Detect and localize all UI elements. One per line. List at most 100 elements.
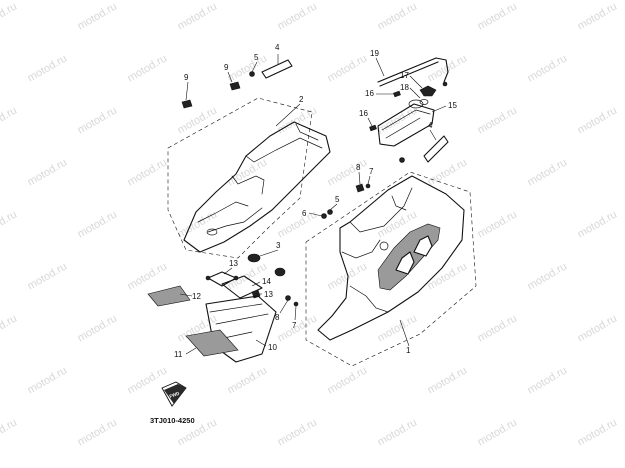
callout-4-top: 4 xyxy=(275,43,280,52)
callout-7-lower: 7 xyxy=(292,321,297,330)
callout-15: 15 xyxy=(448,101,457,110)
watermark-7: motod.ru xyxy=(26,52,70,84)
watermark-10: motod.ru xyxy=(326,52,370,84)
watermark-48: motod.ru xyxy=(226,364,270,396)
watermark-15: motod.ru xyxy=(176,104,220,136)
part-6-7-8-fasteners xyxy=(285,183,371,307)
watermark-44: motod.ru xyxy=(476,312,520,344)
callout-11: 11 xyxy=(174,350,183,359)
watermark-45: motod.ru xyxy=(576,312,620,344)
callout-4-right: 4 xyxy=(428,121,433,130)
callout-17: 17 xyxy=(400,71,409,80)
watermark-43: motod.ru xyxy=(376,312,420,344)
watermark-56: motod.ru xyxy=(376,416,420,448)
callout-labels: 1 2 3 4 4 5 5 6 7 7 8 8 9 9 10 11 12 13 … xyxy=(174,43,457,359)
watermark-29: motod.ru xyxy=(276,208,320,240)
watermark-22: motod.ru xyxy=(226,156,270,188)
watermark-55: motod.ru xyxy=(276,416,320,448)
watermark-2: motod.ru xyxy=(176,0,220,32)
watermark-57: motod.ru xyxy=(476,416,520,448)
watermark-18: motod.ru xyxy=(476,104,520,136)
callout-9-mid: 9 xyxy=(224,63,229,72)
part-3-damper xyxy=(247,253,286,277)
callout-13-right: 13 xyxy=(264,290,273,299)
drawing-code: 3TJ010-4250 xyxy=(150,416,195,425)
watermark-51: motod.ru xyxy=(526,364,570,396)
watermark-31: motod.ru xyxy=(476,208,520,240)
watermark-5: motod.ru xyxy=(476,0,520,32)
front-direction-arrow: FWD xyxy=(161,381,187,407)
watermark-4: motod.ru xyxy=(376,0,420,32)
watermark-24: motod.ru xyxy=(426,156,470,188)
watermark-9: motod.ru xyxy=(226,52,270,84)
callout-1: 1 xyxy=(406,346,411,355)
assembly-boundary-left xyxy=(167,97,313,259)
callout-9-left: 9 xyxy=(184,73,189,82)
callout-12: 12 xyxy=(192,292,201,301)
callout-16-lower: 16 xyxy=(359,109,368,118)
watermark-26: motod.ru xyxy=(0,208,19,240)
watermark-25: motod.ru xyxy=(526,156,570,188)
watermark-37: motod.ru xyxy=(426,260,470,292)
watermark-34: motod.ru xyxy=(126,260,170,292)
callout-5-mid: 5 xyxy=(335,195,340,204)
watermark-8: motod.ru xyxy=(126,52,170,84)
watermark-3: motod.ru xyxy=(276,0,320,32)
part-2-left-side-cover xyxy=(183,121,331,253)
callout-19: 19 xyxy=(370,49,379,58)
part-5-screws xyxy=(249,71,405,215)
part-1-right-side-cover xyxy=(317,175,465,341)
watermark-13: motod.ru xyxy=(0,104,19,136)
watermark-6: motod.ru xyxy=(576,0,620,32)
watermark-28: motod.ru xyxy=(176,208,220,240)
watermark-53: motod.ru xyxy=(76,416,120,448)
watermark-12: motod.ru xyxy=(526,52,570,84)
watermark-27: motod.ru xyxy=(76,208,120,240)
part-4-grommets xyxy=(261,59,449,163)
part-9-nuts xyxy=(181,81,241,109)
watermark-39: motod.ru xyxy=(0,312,19,344)
watermark-58: motod.ru xyxy=(576,416,620,448)
watermark-47: motod.ru xyxy=(126,364,170,396)
callout-18: 18 xyxy=(400,83,409,92)
watermark-40: motod.ru xyxy=(76,312,120,344)
watermark-21: motod.ru xyxy=(126,156,170,188)
callout-13-left: 13 xyxy=(229,259,238,268)
front-badge-text: FWD xyxy=(169,390,181,398)
callout-8-lower: 8 xyxy=(275,313,280,322)
watermark-1: motod.ru xyxy=(76,0,120,32)
leader-lines xyxy=(179,54,447,355)
part-15-holder-assembly xyxy=(377,85,437,147)
callout-8-upper: 8 xyxy=(356,163,361,172)
assembly-boundary-right xyxy=(305,171,477,367)
watermark-52: motod.ru xyxy=(0,416,19,448)
callout-16-upper: 16 xyxy=(365,89,374,98)
watermark-38: motod.ru xyxy=(526,260,570,292)
watermark-14: motod.ru xyxy=(76,104,120,136)
watermark-42: motod.ru xyxy=(276,312,320,344)
callout-3: 3 xyxy=(276,241,281,250)
watermark-20: motod.ru xyxy=(26,156,70,188)
callout-5-top: 5 xyxy=(254,53,259,62)
watermark-49: motod.ru xyxy=(326,364,370,396)
part-19-cable xyxy=(377,57,449,87)
watermark-46: motod.ru xyxy=(26,364,70,396)
part-11-pad xyxy=(185,329,239,357)
watermark-23: motod.ru xyxy=(326,156,370,188)
callout-2: 2 xyxy=(299,95,304,104)
watermark-33: motod.ru xyxy=(26,260,70,292)
watermark-50: motod.ru xyxy=(426,364,470,396)
watermark-32: motod.ru xyxy=(576,208,620,240)
watermark-17: motod.ru xyxy=(376,104,420,136)
part-12-pad xyxy=(147,285,191,307)
part-16-clips xyxy=(369,90,401,132)
callout-14: 14 xyxy=(262,277,271,286)
watermark-19: motod.ru xyxy=(576,104,620,136)
callout-6: 6 xyxy=(302,209,307,218)
watermark-0: motod.ru xyxy=(0,0,19,32)
callout-7-upper: 7 xyxy=(369,167,374,176)
callout-10: 10 xyxy=(268,343,277,352)
